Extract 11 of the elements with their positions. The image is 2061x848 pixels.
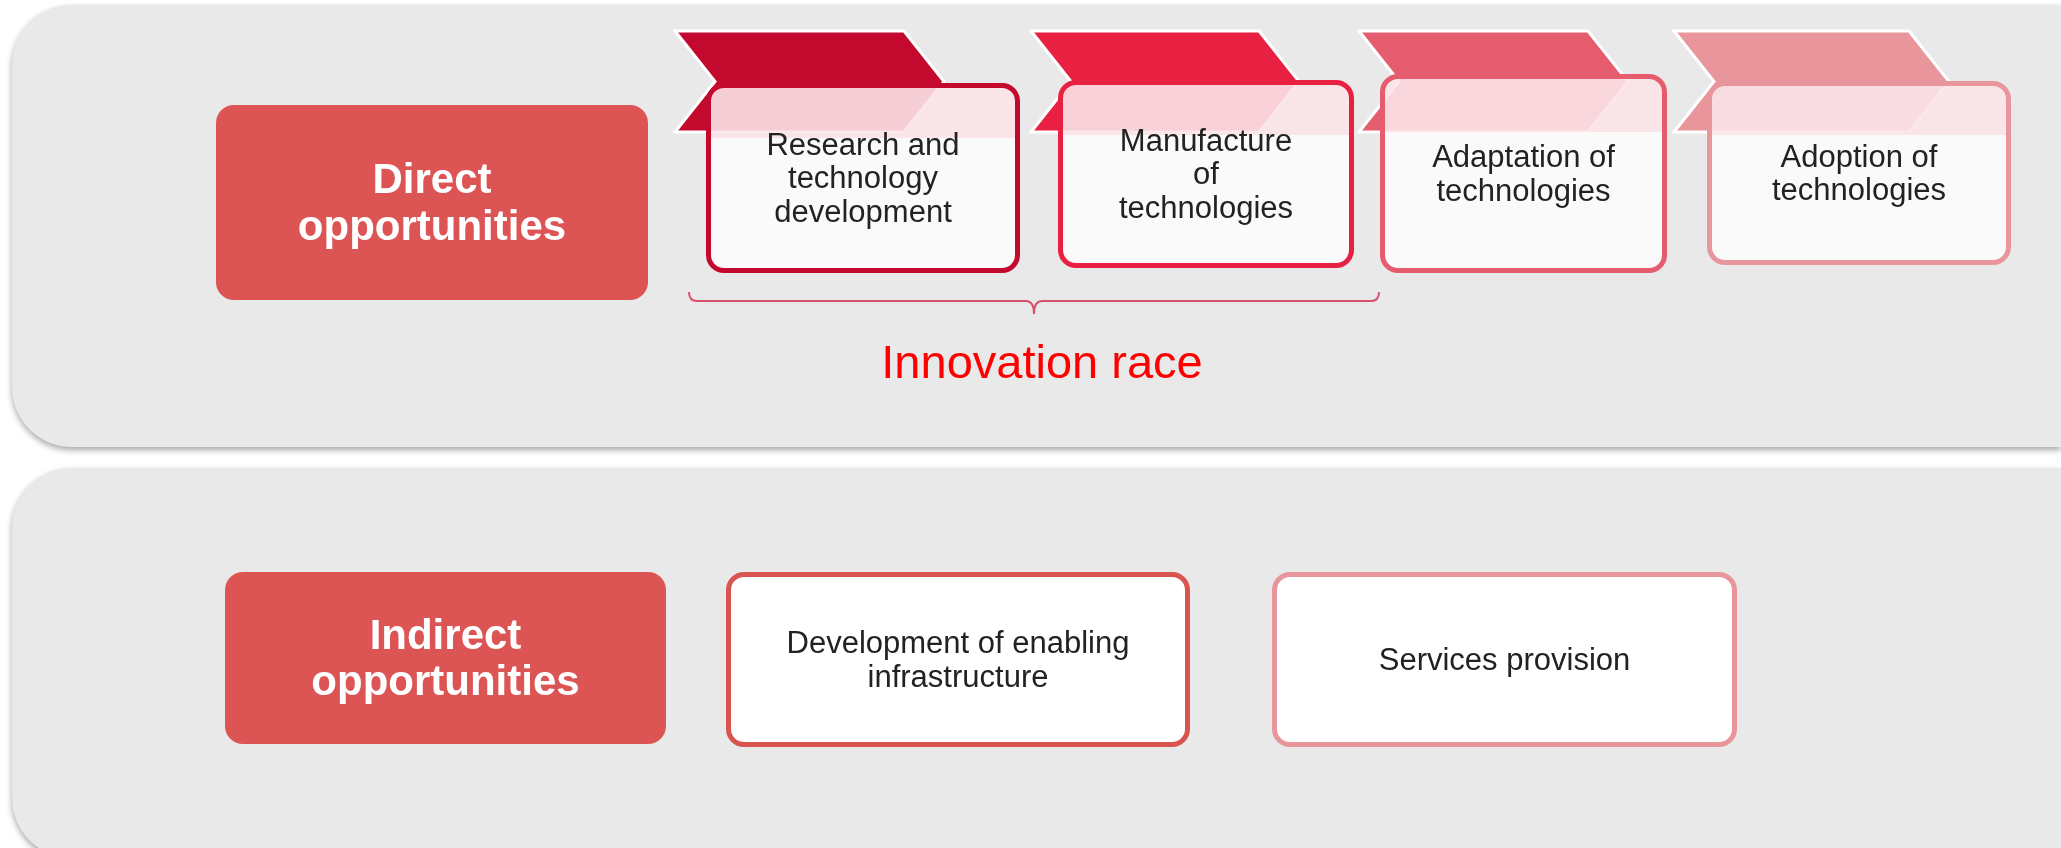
panel-background bbox=[12, 468, 2061, 848]
stage-box: Manufacture of technologies bbox=[1058, 80, 1354, 268]
category-box: Indirect opportunities bbox=[225, 572, 666, 744]
bracket-label: Innovation race bbox=[881, 335, 1203, 388]
panel-background bbox=[12, 5, 2061, 447]
stage-box: Adoption of technologies bbox=[1707, 81, 2011, 265]
stage-box: Adaptation of technologies bbox=[1380, 74, 1667, 273]
activity-box: Development of enabling infrastructure bbox=[726, 572, 1190, 747]
category-box: Direct opportunities bbox=[216, 105, 648, 300]
stage-box: Research and technology development bbox=[706, 83, 1020, 273]
activity-box: Services provision bbox=[1272, 572, 1737, 747]
